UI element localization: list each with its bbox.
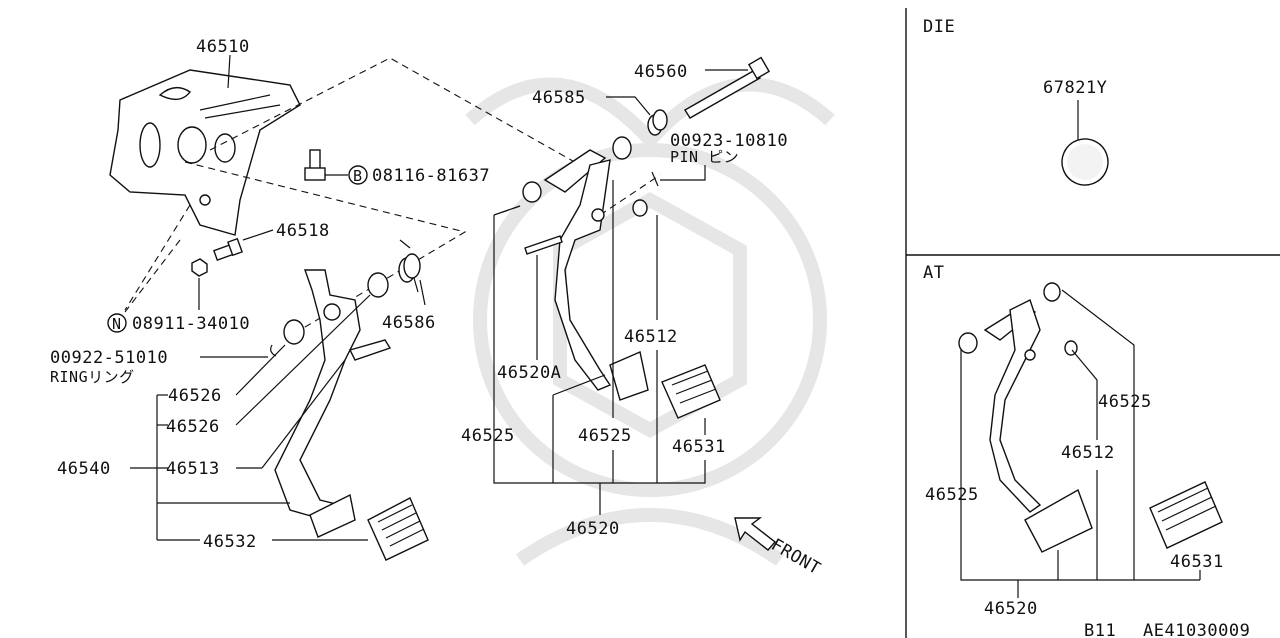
label-08116: 08116-81637	[372, 166, 490, 186]
marker-n: N	[112, 315, 122, 333]
at-label-46531: 46531	[1170, 552, 1224, 572]
label-46518: 46518	[276, 221, 330, 241]
bushing-center-2[interactable]	[522, 181, 542, 203]
bushing-center-1[interactable]	[612, 136, 632, 160]
bushing-center-3[interactable]	[632, 199, 648, 217]
plug-67821y[interactable]	[1056, 133, 1115, 192]
label-46540: 46540	[57, 459, 111, 479]
at-brake-pedal-assembly[interactable]	[958, 282, 1093, 553]
label-00922: 00922-51010	[50, 348, 168, 368]
label-46560: 46560	[634, 62, 688, 82]
label-pin: PIN ピン	[670, 148, 739, 166]
at-label-46512: 46512	[1061, 443, 1115, 463]
label-46510: 46510	[196, 37, 250, 57]
at-pedal-pad-46531[interactable]	[1149, 481, 1223, 549]
bolt-46520a[interactable]	[524, 235, 563, 255]
pedal-pad-46532[interactable]	[367, 497, 429, 561]
spring-46585[interactable]	[647, 109, 668, 136]
label-46520a: 46520A	[497, 363, 561, 383]
pin-46560[interactable]	[684, 56, 771, 119]
spring-46586[interactable]	[398, 239, 421, 293]
label-08911: 08911-34010	[132, 314, 250, 334]
label-46586: 46586	[382, 313, 436, 333]
bolt-08116[interactable]	[304, 149, 326, 181]
label-46526-b: 46526	[166, 417, 220, 437]
stopper-46518[interactable]	[212, 237, 243, 262]
brake-pedal-assembly[interactable]	[543, 149, 649, 401]
label-46585: 46585	[532, 88, 586, 108]
footer-code: AE41030009	[1143, 621, 1250, 638]
label-00923: 00923-10810	[670, 131, 788, 151]
at-label-46525-b: 46525	[1098, 392, 1152, 412]
label-46525-b: 46525	[578, 426, 632, 446]
bushing-left-1[interactable]	[367, 272, 389, 298]
pedal-pad-46531[interactable]	[661, 364, 721, 419]
footer-model: B11	[1084, 621, 1116, 638]
label-46520: 46520	[566, 519, 620, 539]
label-46526-a: 46526	[168, 386, 222, 406]
at-label-46520: 46520	[984, 599, 1038, 619]
label-46513: 46513	[166, 459, 220, 479]
label-front: FRONT	[768, 535, 824, 579]
marker-n-circle	[107, 313, 127, 333]
die-title: DIE	[923, 17, 955, 37]
label-46525-a: 46525	[461, 426, 515, 446]
clutch-pedal-assembly[interactable]	[274, 269, 392, 538]
marker-b-circle	[348, 165, 368, 185]
at-title: AT	[923, 263, 944, 283]
nut-08911[interactable]	[191, 258, 208, 277]
label-46512: 46512	[624, 327, 678, 347]
at-label-46525: 46525	[925, 485, 979, 505]
front-arrow-icon	[734, 517, 777, 551]
marker-b: B	[353, 167, 363, 185]
label-46531: 46531	[672, 437, 726, 457]
bushing-left-2[interactable]	[283, 319, 305, 345]
watermark-emblem	[465, 77, 835, 566]
pedal-bracket[interactable]	[109, 69, 301, 236]
label-ring: RINGリング	[50, 368, 135, 386]
label-46532: 46532	[203, 532, 257, 552]
label-67821y: 67821Y	[1043, 78, 1107, 98]
